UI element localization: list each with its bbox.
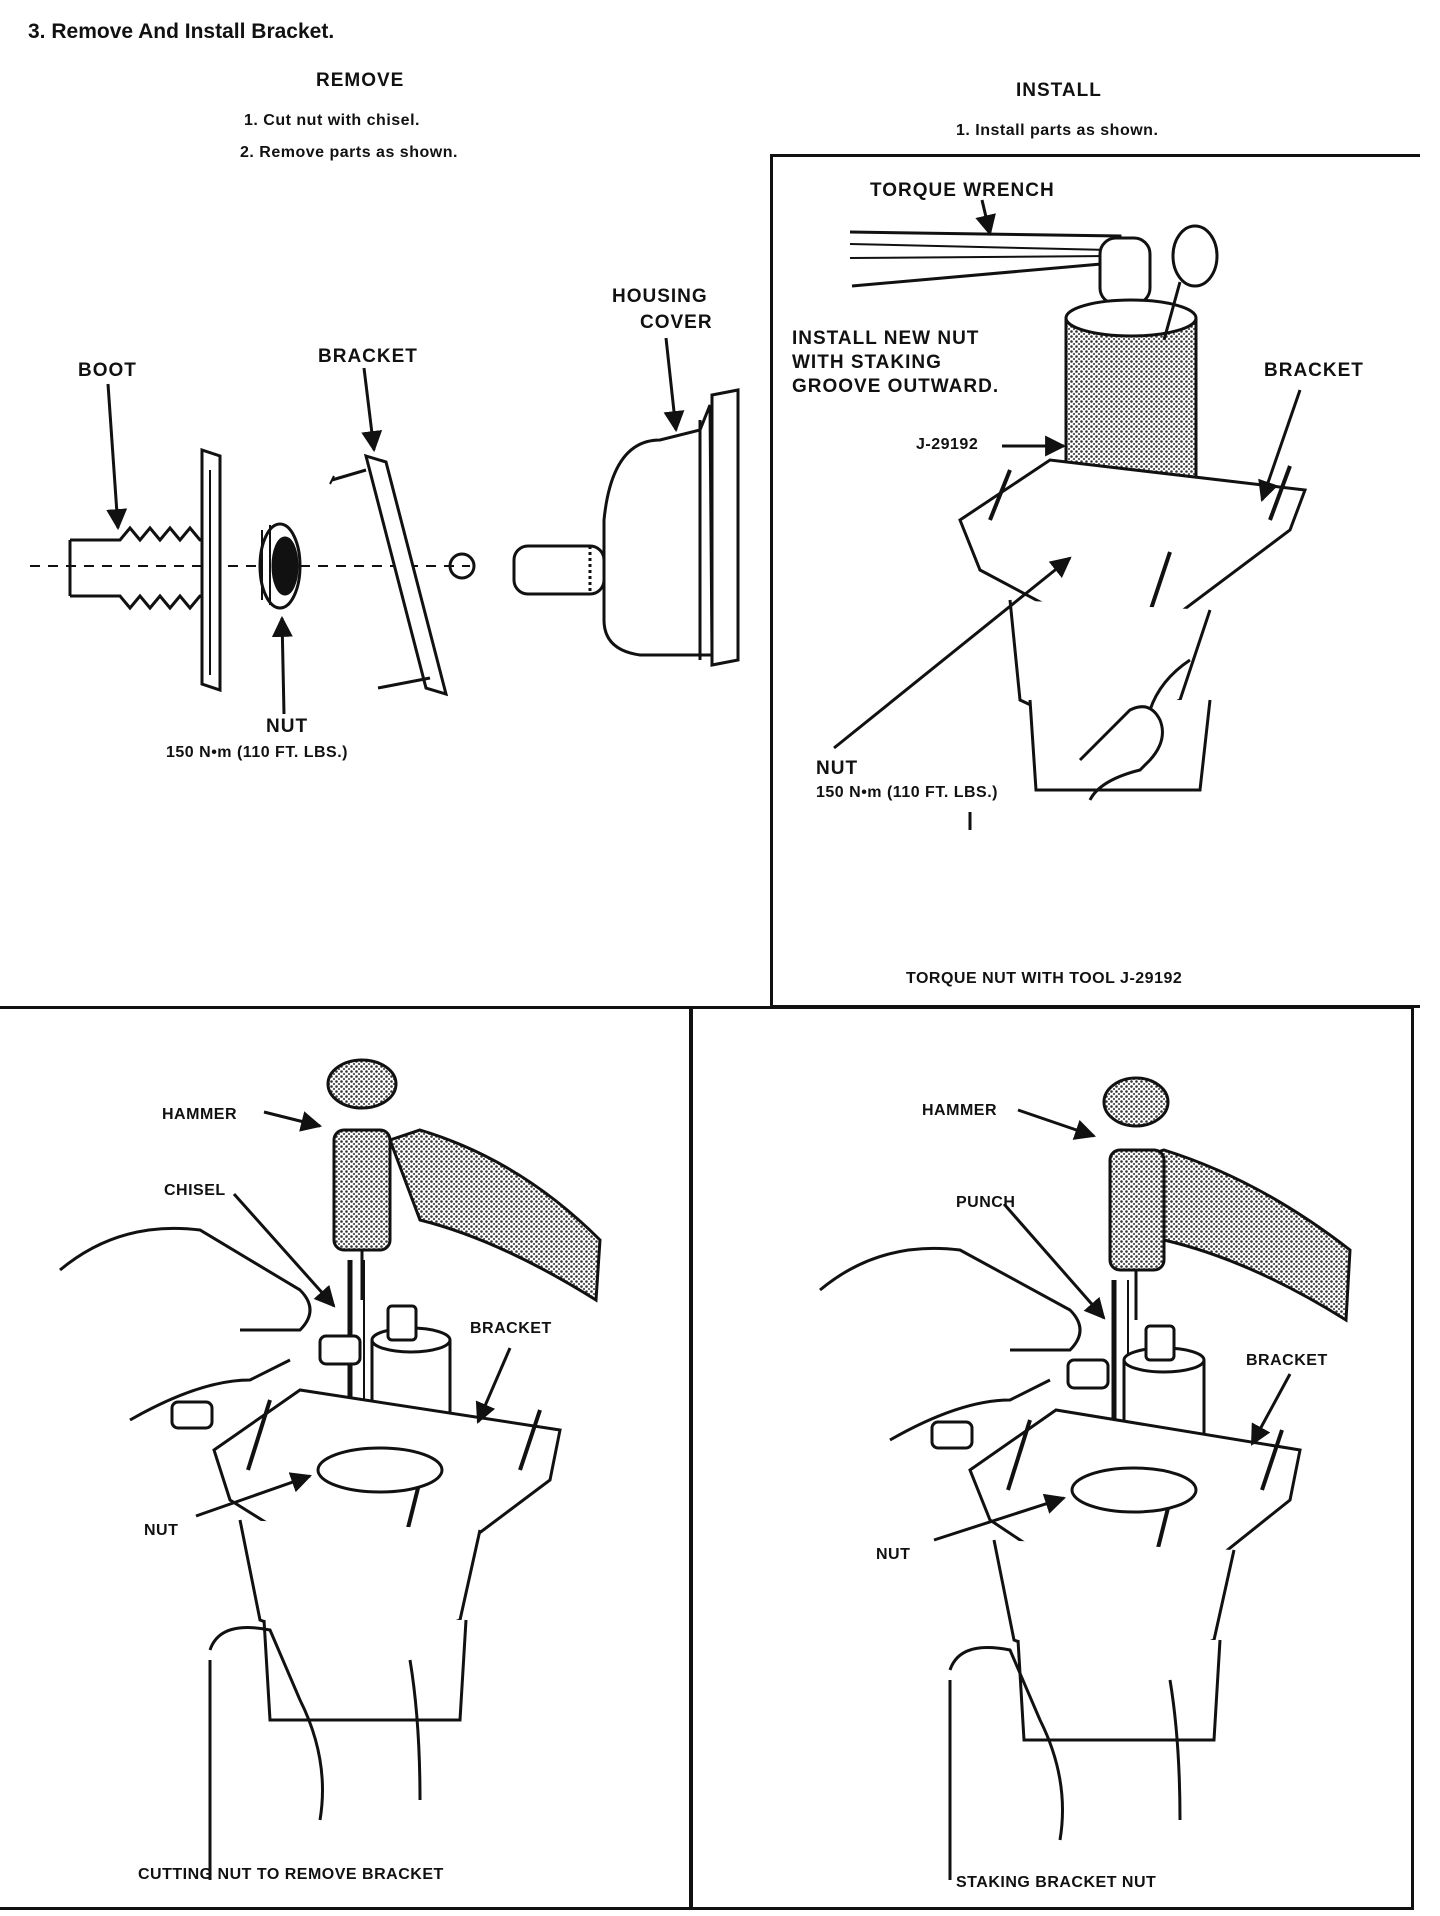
cutting-leader-lines <box>195 1110 512 1518</box>
staking-diagram <box>819 1076 1352 1880</box>
staking-punch-label: PUNCH <box>956 1194 1016 1211</box>
install-nut-torque: 150 N•m (110 FT. LBS.) <box>816 784 998 801</box>
install-note-line-2: WITH STAKING <box>792 352 942 373</box>
staking-hammer-label: HAMMER <box>922 1102 997 1119</box>
remove-step-1: 1. Cut nut with chisel. <box>244 112 420 129</box>
install-note-line-3: GROOVE OUTWARD. <box>792 376 1000 397</box>
staking-panel-frame <box>690 1006 1414 1910</box>
install-tool-label: J-29192 <box>916 436 979 453</box>
install-step-1: 1. Install parts as shown. <box>956 122 1159 139</box>
remove-housing-label-1: HOUSING <box>612 286 708 307</box>
remove-nut-torque: 150 N•m (110 FT. LBS.) <box>166 744 348 761</box>
remove-leader-lines <box>106 337 685 715</box>
install-diagram <box>849 224 1308 801</box>
cutting-chisel-label: CHISEL <box>164 1182 226 1199</box>
remove-step-2: 2. Remove parts as shown. <box>240 144 458 161</box>
remove-heading: REMOVE <box>316 70 405 91</box>
install-torque-wrench-label: TORQUE WRENCH <box>870 180 1055 201</box>
staking-bracket-label: BRACKET <box>1246 1352 1328 1369</box>
remove-exploded-diagram <box>30 388 740 697</box>
remove-boot-label: BOOT <box>78 360 137 381</box>
cutting-diagram <box>59 1058 602 1880</box>
install-nut-label: NUT <box>816 758 859 779</box>
install-note-line-1: INSTALL NEW NUT <box>792 328 980 349</box>
remove-nut-label: NUT <box>266 716 309 737</box>
install-caption: TORQUE NUT WITH TOOL J-29192 <box>906 970 1183 987</box>
install-bracket-label: BRACKET <box>1264 360 1364 381</box>
cutting-hammer-label: HAMMER <box>162 1106 237 1123</box>
staking-leader-lines <box>933 1108 1292 1542</box>
staking-nut-label: NUT <box>876 1546 911 1563</box>
cutting-nut-label: NUT <box>144 1522 179 1539</box>
remove-housing-label-2: COVER <box>640 312 713 333</box>
install-leader-lines <box>833 199 1302 830</box>
install-heading: INSTALL <box>1016 80 1102 101</box>
cutting-caption: CUTTING NUT TO REMOVE BRACKET <box>138 1866 444 1883</box>
section-title: 3. Remove And Install Bracket. <box>28 20 335 43</box>
staking-caption: STAKING BRACKET NUT <box>956 1874 1157 1891</box>
cutting-bracket-label: BRACKET <box>470 1320 552 1337</box>
remove-bracket-label: BRACKET <box>318 346 418 367</box>
